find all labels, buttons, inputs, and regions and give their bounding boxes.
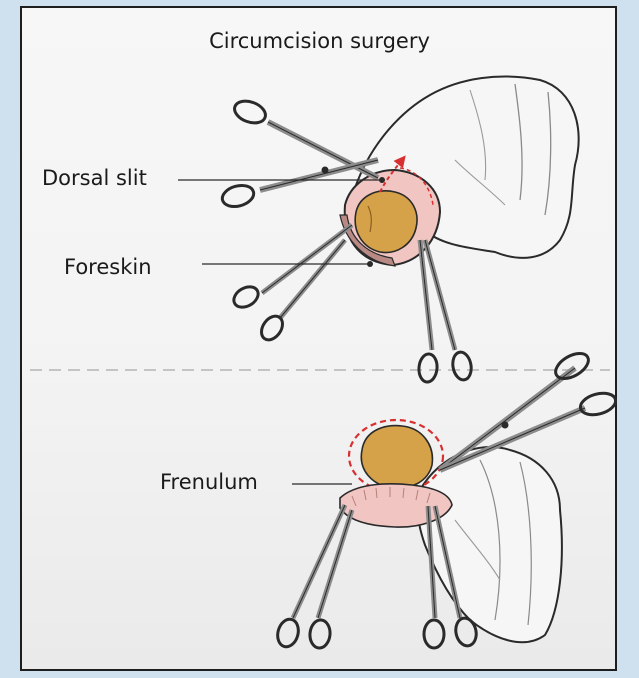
frenulum-label: Frenulum	[160, 472, 258, 493]
scissors-icon	[440, 348, 618, 470]
figure-title: Circumcision surgery	[0, 31, 639, 52]
hemostat-clamp-icon	[418, 240, 473, 383]
bottom-foreskin	[340, 484, 452, 527]
top-glans	[355, 191, 417, 253]
foreskin-label: Foreskin	[64, 257, 152, 278]
bottom-shaft	[418, 447, 562, 642]
dorsal-slit-label: Dorsal slit	[42, 168, 147, 189]
hemostat-clamp-icon	[275, 505, 352, 649]
hemostat-clamp-icon	[230, 225, 352, 344]
bottom-glans	[361, 426, 432, 489]
